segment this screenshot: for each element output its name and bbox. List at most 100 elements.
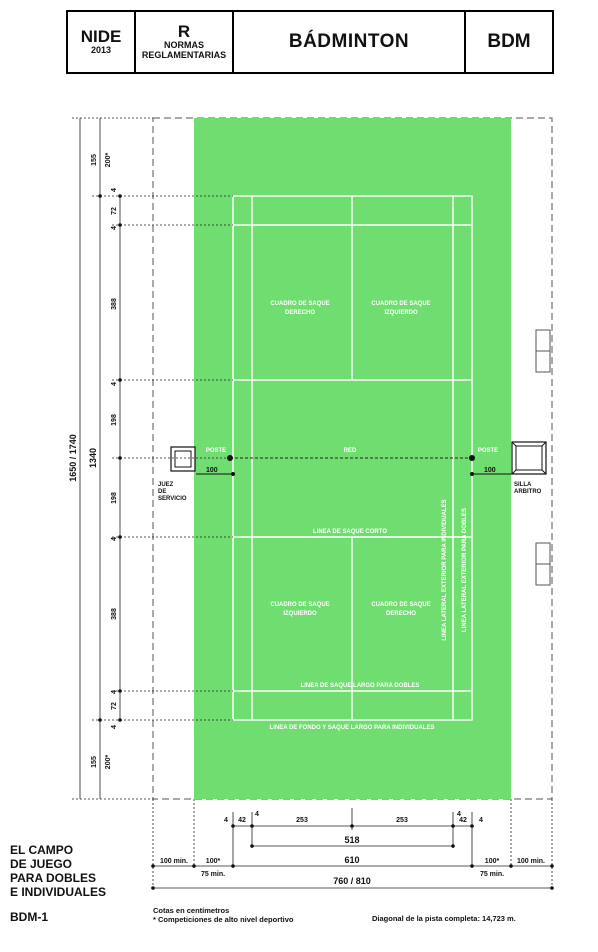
btick-233b bbox=[231, 864, 235, 868]
dim-w42a: 42 bbox=[238, 817, 246, 824]
court-labels: CUADRO DE SAQUE DERECHO CUADRO DE SAQUE … bbox=[206, 301, 498, 731]
box-bl-line1: CUADRO DE SAQUE bbox=[270, 602, 329, 608]
diagonal-note: Diagonal de la pista completa: 14,723 m. bbox=[372, 914, 516, 923]
umpire-chair bbox=[511, 441, 547, 475]
tick-run-196 bbox=[98, 194, 102, 198]
dim-w4a: 4 bbox=[224, 817, 228, 824]
umpire-chair-edge-3 bbox=[511, 469, 517, 475]
header-title: BÁDMINTON bbox=[288, 31, 410, 52]
btick-252b bbox=[250, 844, 254, 848]
umpire-chair-seat bbox=[515, 445, 543, 471]
btick-552b bbox=[550, 886, 554, 890]
header-title-cell: BÁDMINTON bbox=[234, 12, 466, 72]
juez-label-1: JUEZ bbox=[158, 482, 174, 488]
umpire-chair-edge-4 bbox=[541, 469, 547, 475]
btick-472a bbox=[470, 824, 474, 828]
tick-225 bbox=[118, 223, 122, 227]
dim-w253a: 253 bbox=[296, 817, 308, 824]
box-br-line1: CUADRO DE SAQUE bbox=[371, 602, 430, 608]
btick-153a bbox=[151, 864, 155, 868]
tick-196 bbox=[118, 194, 122, 198]
dim-top-200: 200* bbox=[105, 153, 112, 168]
dim-total-label: 1650 / 1740 bbox=[68, 434, 78, 482]
dim-total-width: 760 / 810 bbox=[333, 876, 371, 886]
post-right bbox=[469, 455, 475, 461]
header-reglamentarias: REGLAMENTARIAS bbox=[141, 50, 227, 61]
dim-s198a: 198 bbox=[111, 414, 118, 426]
dim-min-left: 100 min. bbox=[160, 858, 188, 865]
btick-453a bbox=[451, 824, 455, 828]
tick-run-720 bbox=[98, 718, 102, 722]
dim-75-right: 75 min. bbox=[480, 871, 504, 878]
dim-star-left: 100* bbox=[206, 858, 221, 865]
poste-left-label: POSTE bbox=[206, 448, 226, 454]
header-code: BDM bbox=[487, 31, 531, 52]
btick-352 bbox=[350, 824, 354, 828]
silla-label-2: ARBITRO bbox=[514, 489, 542, 495]
tick-458 bbox=[118, 456, 122, 460]
short-service-label: LINEA DE SAQUE CORTO bbox=[313, 529, 387, 535]
singles-sideline-label: LINEA LATERAL EXTERIOR PARA INDIVIDUALES bbox=[442, 499, 448, 640]
back-line-label: LINEA DE FONDO Y SAQUE LARGO PARA INDIVI… bbox=[270, 725, 435, 731]
doubles-sideline-label: LINEA LATERAL EXTERIOR PARA DOBLES bbox=[462, 508, 468, 632]
dim-s4e: 4 bbox=[111, 690, 118, 694]
drawing-title-line1: EL CAMPO bbox=[10, 843, 74, 857]
dist-left-label: 100 bbox=[206, 467, 218, 474]
note-competitions: * Competiciones de alto nivel deportivo bbox=[153, 915, 294, 924]
left-dimension-labels: 1650 / 1740 1340 155 200* 155 200* 4 72 … bbox=[68, 153, 118, 770]
juez-label-3: SERVICIO bbox=[158, 496, 187, 502]
dim-w4c: 4 bbox=[457, 811, 461, 818]
dim-s4d: 4 bbox=[111, 537, 118, 541]
dim-75-left: 75 min. bbox=[201, 871, 225, 878]
box-tl-line2: DERECHO bbox=[285, 310, 315, 316]
header-r: R bbox=[177, 21, 191, 41]
box-tr-line1: CUADRO DE SAQUE bbox=[371, 301, 430, 307]
net-label: RED bbox=[344, 448, 357, 454]
umpire-chair-edge-2 bbox=[541, 441, 547, 447]
tick-380 bbox=[118, 378, 122, 382]
btick-472b bbox=[470, 864, 474, 868]
btick-153b bbox=[151, 886, 155, 890]
dist-right-label: 100 bbox=[484, 467, 496, 474]
btick-233a bbox=[231, 824, 235, 828]
dist-dot-right bbox=[470, 472, 474, 476]
dim-top-155: 155 bbox=[91, 154, 98, 166]
service-judge-chair-seat bbox=[174, 450, 192, 468]
header-normas: NORMAS bbox=[164, 40, 204, 51]
poste-right-label: POSTE bbox=[478, 448, 498, 454]
dim-w42b: 42 bbox=[459, 817, 467, 824]
bottom-dimension-ticks bbox=[151, 824, 554, 890]
silla-label-1: SILLA bbox=[514, 482, 532, 488]
tick-537 bbox=[118, 535, 122, 539]
header-r-cell: R NORMAS REGLAMENTARIAS bbox=[136, 12, 234, 72]
dim-s4b: 4 bbox=[111, 226, 118, 230]
header-code-cell: BDM bbox=[466, 12, 552, 72]
header-nide-cell: NIDE 2013 bbox=[68, 12, 136, 72]
dim-s4a: 4 bbox=[111, 188, 118, 192]
drawing-title-line3: PARA DOBLES bbox=[10, 871, 97, 885]
btick-194 bbox=[192, 864, 196, 868]
dim-w4b: 4 bbox=[255, 811, 259, 818]
btick-552a bbox=[550, 864, 554, 868]
header-nide: NIDE bbox=[80, 26, 122, 46]
drawing-title: EL CAMPO DE JUEGO PARA DOBLES E INDIVIDU… bbox=[10, 843, 106, 899]
drawing-title-line2: DE JUEGO bbox=[10, 857, 73, 871]
dim-s72b: 72 bbox=[111, 702, 118, 710]
dim-court-label: 1340 bbox=[88, 448, 98, 468]
dim-min-right: 100 min. bbox=[517, 858, 545, 865]
dim-w610: 610 bbox=[344, 855, 359, 865]
dim-s4f: 4 bbox=[111, 725, 118, 729]
header-year: 2013 bbox=[90, 45, 112, 56]
btick-511 bbox=[509, 864, 513, 868]
box-bl-line2: IZQUIERDO bbox=[283, 611, 317, 617]
tick-720 bbox=[118, 718, 122, 722]
dist-dot-left bbox=[231, 472, 235, 476]
btick-252a bbox=[250, 824, 254, 828]
dim-s388a: 388 bbox=[111, 298, 118, 310]
left-dimension-ticks bbox=[98, 194, 122, 722]
box-tl-line1: CUADRO DE SAQUE bbox=[270, 301, 329, 307]
note-units: Cotas en centímetros bbox=[153, 906, 230, 915]
dim-bottom-200: 200* bbox=[105, 755, 112, 770]
bottom-dimension-labels: 4 42 4 253 253 4 42 4 518 610 100 min. 1… bbox=[160, 811, 545, 886]
